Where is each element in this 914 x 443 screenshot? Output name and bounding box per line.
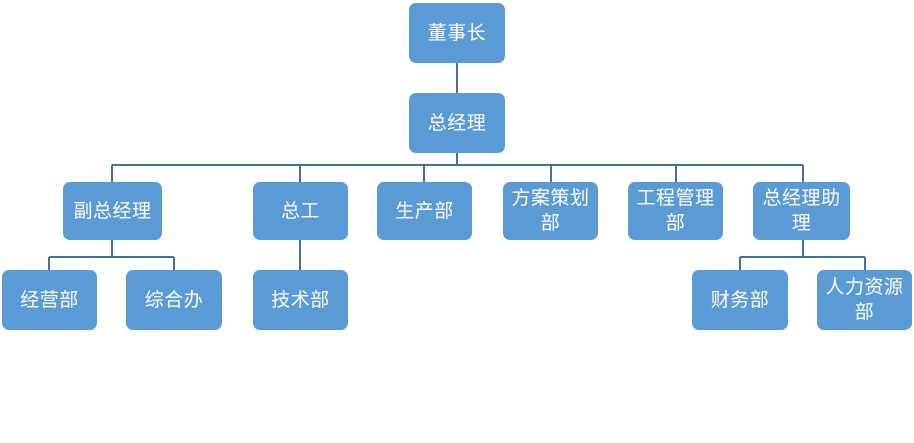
- node-finance-dept[interactable]: 财务部: [692, 270, 788, 330]
- node-planning-dept[interactable]: 方案策划部: [503, 182, 598, 240]
- node-operations-dept[interactable]: 经营部: [2, 270, 97, 330]
- node-label: 工程管理部: [636, 188, 715, 234]
- node-label: 综合办: [144, 289, 204, 311]
- node-engineering-mgmt-dept[interactable]: 工程管理部: [628, 182, 723, 240]
- node-label: 经营部: [20, 289, 79, 311]
- node-label: 总经理助理: [762, 188, 841, 234]
- node-label: 生产部: [395, 200, 454, 222]
- node-production-dept[interactable]: 生产部: [377, 182, 472, 240]
- node-technology-dept[interactable]: 技术部: [253, 270, 348, 330]
- node-label: 董事长: [427, 22, 487, 44]
- node-chief-engineer[interactable]: 总工: [253, 182, 348, 240]
- node-hr-dept[interactable]: 人力资源部: [817, 270, 912, 330]
- node-label: 财务部: [710, 289, 770, 311]
- node-label: 方案策划部: [511, 188, 590, 234]
- node-label: 技术部: [271, 289, 330, 311]
- node-deputy-general-manager[interactable]: 副总经理: [63, 182, 162, 240]
- node-chairman[interactable]: 董事长: [409, 3, 505, 63]
- node-label: 人力资源部: [825, 277, 904, 323]
- node-label: 总经理: [427, 112, 487, 134]
- node-general-office[interactable]: 综合办: [126, 270, 222, 330]
- node-general-manager[interactable]: 总经理: [409, 93, 505, 153]
- node-gm-assistant[interactable]: 总经理助理: [753, 182, 850, 240]
- node-label: 总工: [280, 200, 320, 222]
- node-label: 副总经理: [73, 200, 152, 222]
